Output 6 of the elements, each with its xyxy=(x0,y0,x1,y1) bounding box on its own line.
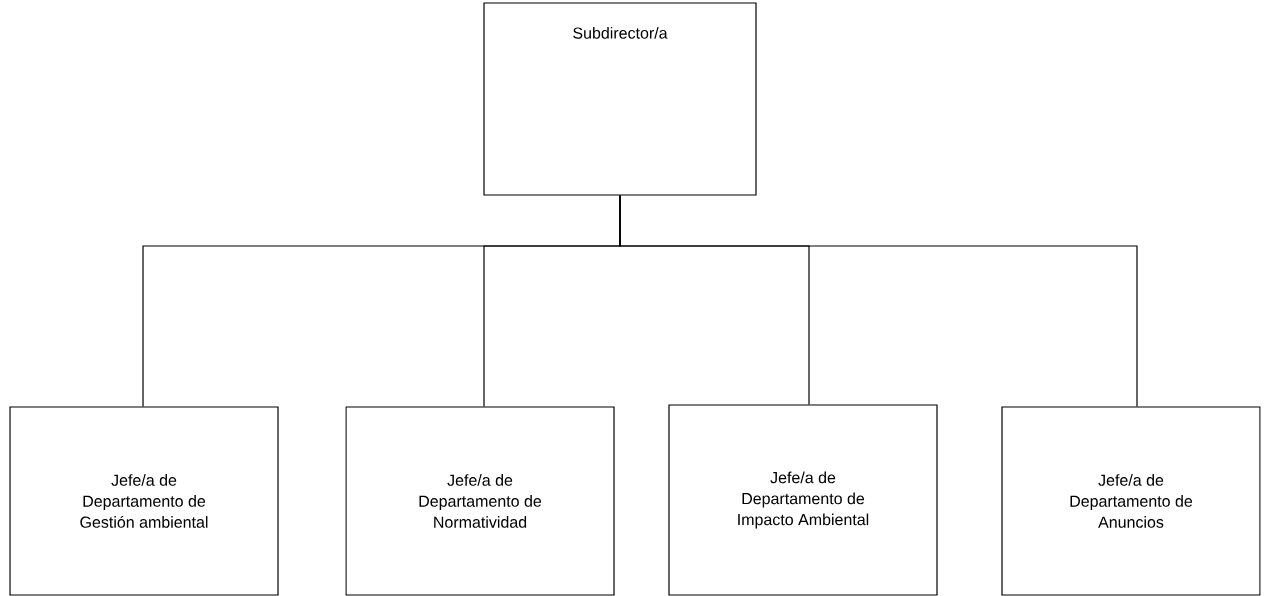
title-box: Subdirector/a xyxy=(483,2,757,196)
department-box: Jefe/a de Departamento de Impacto Ambiental xyxy=(668,404,938,596)
department-box: Jefe/a de Departamento de Anuncios xyxy=(1001,406,1261,596)
department-box: Jefe/a de Departamento de Normatividad xyxy=(345,406,615,596)
department-box: Jefe/a de Departamento de Gestión ambiental xyxy=(9,406,279,596)
connector-line xyxy=(619,195,1138,407)
